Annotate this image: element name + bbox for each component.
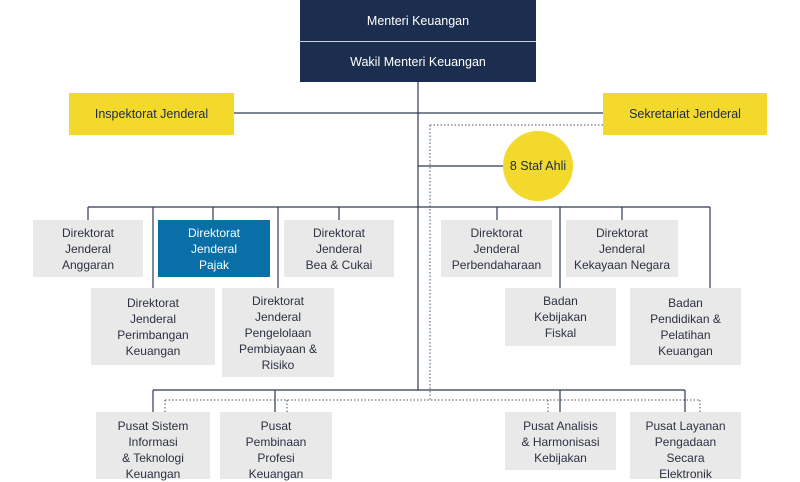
minister-label: Menteri Keuangan bbox=[366, 13, 470, 28]
center-procurement-box: Pusat Layanan Pengadaan Secara Elektroni… bbox=[630, 412, 741, 481]
inspectorate-label: Inspektorat Jenderal bbox=[94, 107, 209, 121]
expert-staff-circle: 8 Staf Ahli bbox=[503, 131, 573, 201]
secretariat-box: Sekretariat Jenderal bbox=[603, 93, 767, 135]
center-policy-analysis-label: Pusat Analisis & Harmonisasi Kebijakan bbox=[521, 419, 600, 465]
vice-minister-label: Wakil Menteri Keuangan bbox=[350, 55, 486, 69]
training-agency-box: Badan Pendidikan & Pelatihan Keuangan bbox=[630, 288, 741, 365]
fiscal-policy-agency-label: Badan Kebijakan Fiskal bbox=[534, 294, 587, 340]
dg-state-assets-label: Direktorat Jenderal Kekayaan Negara bbox=[573, 225, 671, 272]
center-it-box: Pusat Sistem Informasi & Teknologi Keuan… bbox=[96, 412, 210, 481]
dg-treasury-label: Direktorat Jenderal Perbendaharaan bbox=[451, 225, 542, 272]
dg-customs-label: Direktorat Jenderal Bea & Cukai bbox=[305, 225, 373, 272]
dg-financing-risk-box: Direktorat Jenderal Pengelolaan Pembiaya… bbox=[222, 288, 334, 377]
center-policy-analysis-box: Pusat Analisis & Harmonisasi Kebijakan bbox=[505, 412, 616, 470]
dg-treasury-box: Direktorat Jenderal Perbendaharaan bbox=[441, 220, 552, 277]
dg-budget-box: Direktorat Jenderal Anggaran bbox=[33, 220, 143, 277]
divider bbox=[300, 41, 536, 42]
minister-box: Menteri Keuangan bbox=[300, 0, 536, 41]
dg-state-assets-box: Direktorat Jenderal Kekayaan Negara bbox=[566, 220, 678, 277]
inspectorate-box: Inspektorat Jenderal bbox=[69, 93, 234, 135]
dg-fiscal-balance-label: Direktorat Jenderal Perimbangan Keuangan bbox=[117, 295, 189, 358]
dg-budget-label: Direktorat Jenderal Anggaran bbox=[61, 225, 115, 272]
dg-customs-box: Direktorat Jenderal Bea & Cukai bbox=[284, 220, 394, 277]
center-profession-label: Pusat Pembinaan Profesi Keuangan bbox=[245, 419, 307, 481]
center-procurement-label: Pusat Layanan Pengadaan Secara Elektroni… bbox=[645, 419, 726, 481]
secretariat-label: Sekretariat Jenderal bbox=[629, 107, 741, 121]
training-agency-label: Badan Pendidikan & Pelatihan Keuangan bbox=[650, 295, 721, 358]
dg-tax-label: Direktorat Jenderal Pajak bbox=[187, 225, 240, 272]
vice-minister-box: Wakil Menteri Keuangan bbox=[300, 42, 536, 82]
dg-tax-box: Direktorat Jenderal Pajak bbox=[158, 220, 270, 277]
center-it-label: Pusat Sistem Informasi & Teknologi Keuan… bbox=[117, 419, 189, 481]
dg-financing-risk-label: Direktorat Jenderal Pengelolaan Pembiaya… bbox=[238, 293, 318, 372]
dg-fiscal-balance-box: Direktorat Jenderal Perimbangan Keuangan bbox=[91, 288, 215, 365]
fiscal-policy-agency-box: Badan Kebijakan Fiskal bbox=[505, 288, 616, 346]
center-profession-box: Pusat Pembinaan Profesi Keuangan bbox=[220, 412, 332, 481]
expert-staff-label: 8 Staf Ahli bbox=[509, 159, 567, 173]
